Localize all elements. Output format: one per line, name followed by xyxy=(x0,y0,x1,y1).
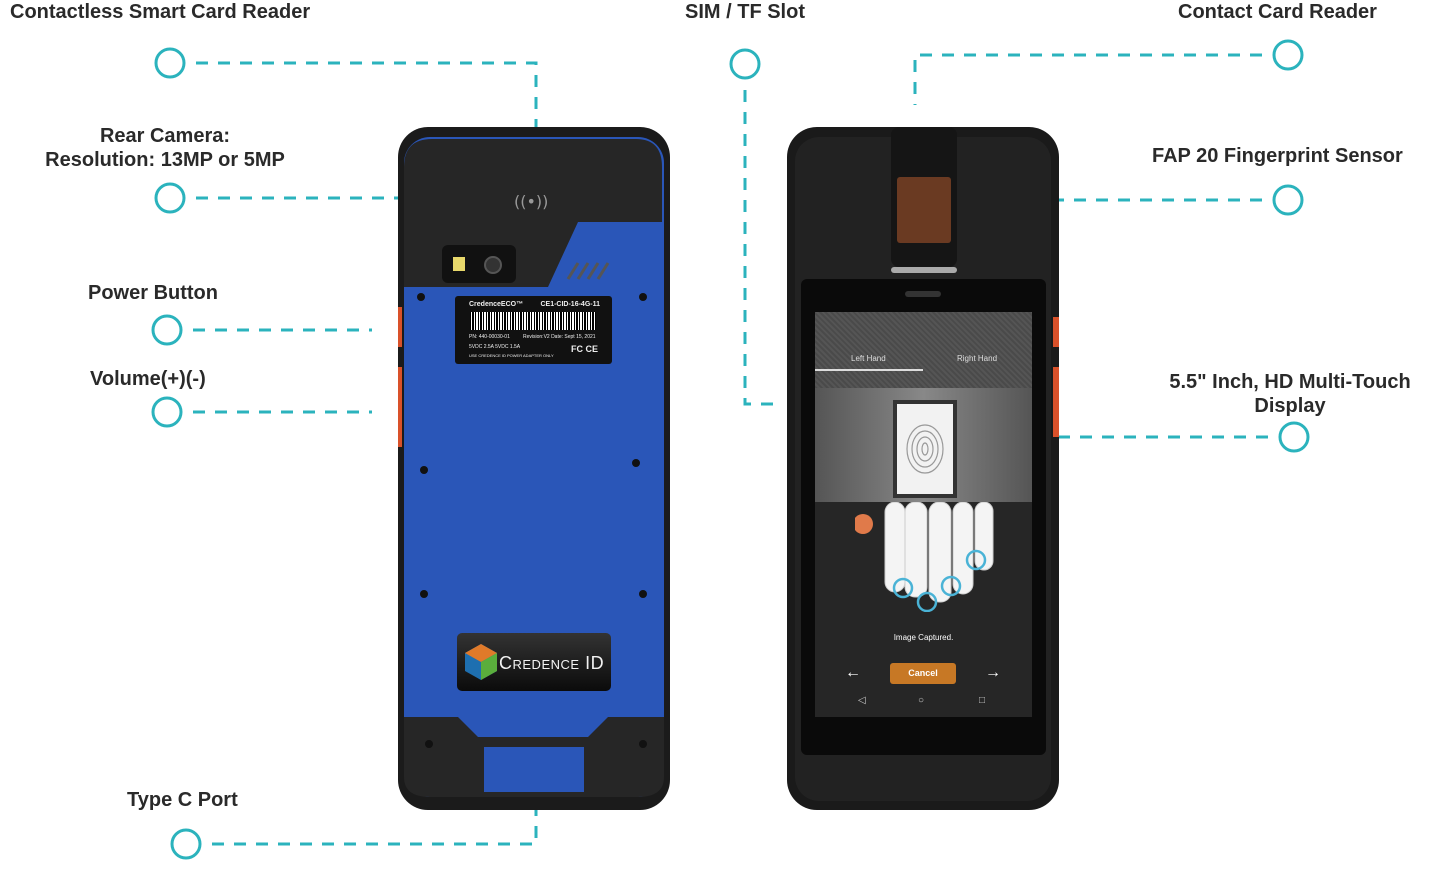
nav-home-icon[interactable]: ○ xyxy=(918,695,925,706)
barcode xyxy=(470,312,596,330)
hand-diagram xyxy=(855,502,994,612)
label-pn: PN: 440-00030-01 xyxy=(469,334,510,340)
label-power: 5VDC 2.5A 5VDC 1.5A xyxy=(469,344,521,350)
line-contact xyxy=(913,53,1262,105)
label-revision: Revision:V2 Date: Sept 15, 2021 xyxy=(523,334,596,340)
fingerprint-icon xyxy=(906,424,944,474)
label-display-line1: 5.5" Inch, HD Multi-Touch xyxy=(1169,371,1411,393)
label-display: 5.5" Inch, HD Multi-Touch Display xyxy=(1150,370,1430,418)
fingerprint-preview xyxy=(893,400,957,498)
label-fc: FC CE xyxy=(571,344,598,354)
svg-text:((•)): ((•)) xyxy=(514,192,548,211)
credence-logo-icon xyxy=(465,644,497,680)
label-contactless: Contactless Smart Card Reader xyxy=(10,1,311,23)
label-sim: SIM / TF Slot xyxy=(685,1,805,23)
label-code: CE1-CID-16-4G-11 xyxy=(540,301,600,308)
cancel-button[interactable]: Cancel xyxy=(890,663,956,684)
thumb-marker xyxy=(855,514,873,534)
label-note: USE CREDENCE ID POWER ADAPTER ONLY xyxy=(469,353,554,358)
product-label: CredenceECO™ CE1-CID-16-4G-11 PN: 440-00… xyxy=(455,296,612,364)
status-text: Image Captured. xyxy=(893,633,954,642)
back-arrow-icon[interactable]: ← xyxy=(845,664,861,681)
circle-display xyxy=(1278,421,1310,453)
nav-back-icon[interactable]: ◁ xyxy=(858,695,866,706)
tab-right-hand[interactable]: Right Hand xyxy=(957,354,998,363)
label-model: CredenceECO™ xyxy=(469,301,524,308)
label-camera-line1: Rear Camera: xyxy=(99,125,231,147)
circle-volume xyxy=(151,396,183,428)
circle-fingerprint xyxy=(1272,184,1304,216)
screen-header xyxy=(815,312,1032,388)
app-screen: Left Hand Right Hand Image Captured. ← C… xyxy=(815,312,1032,717)
label-camera: Rear Camera: Resolution: 13MP or 5MP xyxy=(30,124,300,172)
label-fingerprint: FAP 20 Fingerprint Sensor xyxy=(1152,145,1403,167)
next-arrow-icon[interactable]: → xyxy=(985,664,1001,681)
label-display-line2: Display xyxy=(1254,395,1326,417)
label-power: Power Button xyxy=(88,282,218,304)
tab-left-hand[interactable]: Left Hand xyxy=(851,354,886,363)
label-volume: Volume(+)(-) xyxy=(90,368,206,390)
nav-recent-icon[interactable]: □ xyxy=(979,695,986,706)
label-camera-line2: Resolution: 13MP or 5MP xyxy=(45,149,285,171)
brand-badge: Credence ID xyxy=(457,633,611,691)
circle-typec xyxy=(170,828,202,860)
circle-contactless xyxy=(154,47,186,79)
tab-underline xyxy=(815,369,923,371)
brand-name: Credence ID xyxy=(499,653,605,673)
phone-back-illustration: ((•)) xyxy=(398,127,670,810)
circle-sim xyxy=(729,48,761,80)
circle-camera xyxy=(154,182,186,214)
line-sim xyxy=(743,90,780,406)
circle-power xyxy=(151,314,183,346)
label-typec: Type C Port xyxy=(127,789,238,811)
circle-contact xyxy=(1272,39,1304,71)
label-contact: Contact Card Reader xyxy=(1178,1,1377,23)
